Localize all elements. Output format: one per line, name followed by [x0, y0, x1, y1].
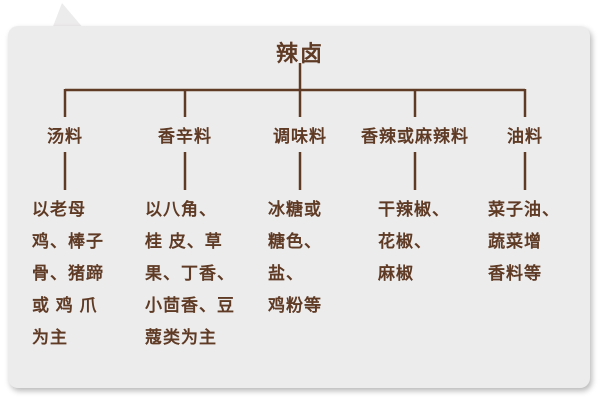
branch-label-mala: 香辣或麻辣料: [361, 127, 469, 146]
branch-desc-seasoning: 冰糖或 糖色、 盐、 鸡粉等: [268, 200, 322, 315]
diagram-title: 辣卤: [275, 41, 324, 66]
branch-label-spice: 香辛料: [158, 127, 212, 146]
branch-desc-soup: 以老母 鸡、棒子 骨、猪蹄 或 鸡 爪 为主: [32, 200, 104, 347]
branch-desc-oil: 菜子油、 蔬菜增 香料等: [488, 200, 560, 283]
speech-tail: [52, 3, 84, 29]
branch-label-oil: 油料: [507, 127, 543, 146]
branch-label-seasoning: 调味料: [273, 127, 327, 146]
branch-desc-mala: 干辣椒、 花椒、 麻椒: [378, 200, 450, 283]
branch-desc-spice: 以八角、 桂 皮、草 果、丁香、 小茴香、豆 蔻类为主: [145, 200, 235, 347]
branch-label-soup: 汤料: [47, 127, 83, 146]
